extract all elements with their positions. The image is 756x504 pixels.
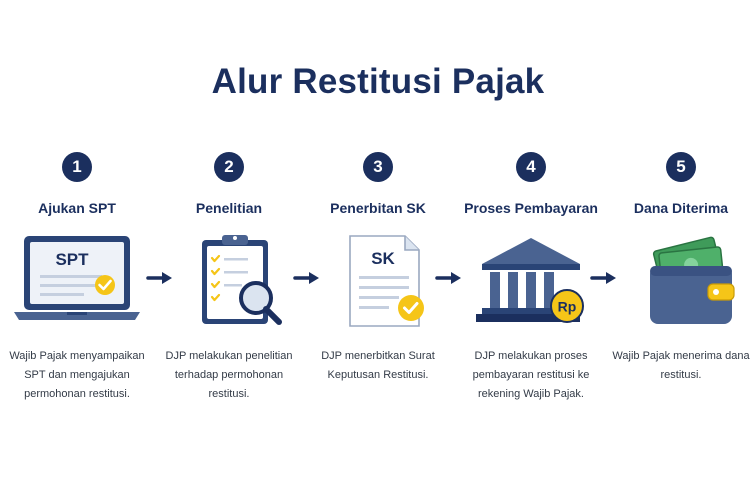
arrow-right-icon xyxy=(293,272,319,284)
bank-rupiah-icon: Rp xyxy=(466,234,596,329)
sk-icon-text: SK xyxy=(371,249,395,268)
step-number: 3 xyxy=(363,152,393,182)
step-label: Proses Pembayaran xyxy=(464,200,598,216)
step-description: DJP melakukan penelitian terhadap permoh… xyxy=(165,350,293,400)
page-title: Alur Restitusi Pajak xyxy=(211,62,545,101)
clipboard-magnifier-icon xyxy=(164,234,294,329)
step-4: 4 Proses Pembayaran Rp DJP melakukan pro… xyxy=(456,152,606,404)
step-label: Penelitian xyxy=(195,200,263,216)
document-sk-icon: SK xyxy=(313,234,443,329)
step-number: 1 xyxy=(62,152,92,182)
step-1: 1 Ajukan SPT SPT Wajib Pajak menyampaika… xyxy=(2,152,152,404)
step-description: Wajib Pajak menerima dana restitusi. xyxy=(612,350,750,381)
step-2: 2 Penelitian DJP melakukan penelitian te… xyxy=(154,152,304,404)
rupiah-icon-text: Rp xyxy=(558,299,577,315)
step-description: DJP menerbitkan Surat Keputusan Restitus… xyxy=(321,350,435,381)
step-description: DJP melakukan proses pembayaran restitus… xyxy=(472,350,590,400)
step-label: Penerbitan SK xyxy=(330,200,426,216)
wallet-money-icon xyxy=(616,234,746,329)
step-number: 2 xyxy=(214,152,244,182)
step-3: 3 Penerbitan SK SK DJP menerbitkan Surat… xyxy=(303,152,453,385)
step-5: 5 Dana Diterima Wajib Pajak menerima dan… xyxy=(606,152,756,385)
step-number: 4 xyxy=(516,152,546,182)
step-description: Wajib Pajak menyampaikan SPT dan mengaju… xyxy=(9,350,145,400)
arrow-right-icon xyxy=(435,272,461,284)
laptop-spt-icon: SPT xyxy=(12,234,142,329)
step-label: Dana Diterima xyxy=(633,200,729,216)
step-label: Ajukan SPT xyxy=(38,200,116,216)
arrow-right-icon xyxy=(590,272,616,284)
spt-icon-text: SPT xyxy=(55,250,89,269)
step-number: 5 xyxy=(666,152,696,182)
arrow-right-icon xyxy=(146,272,172,284)
